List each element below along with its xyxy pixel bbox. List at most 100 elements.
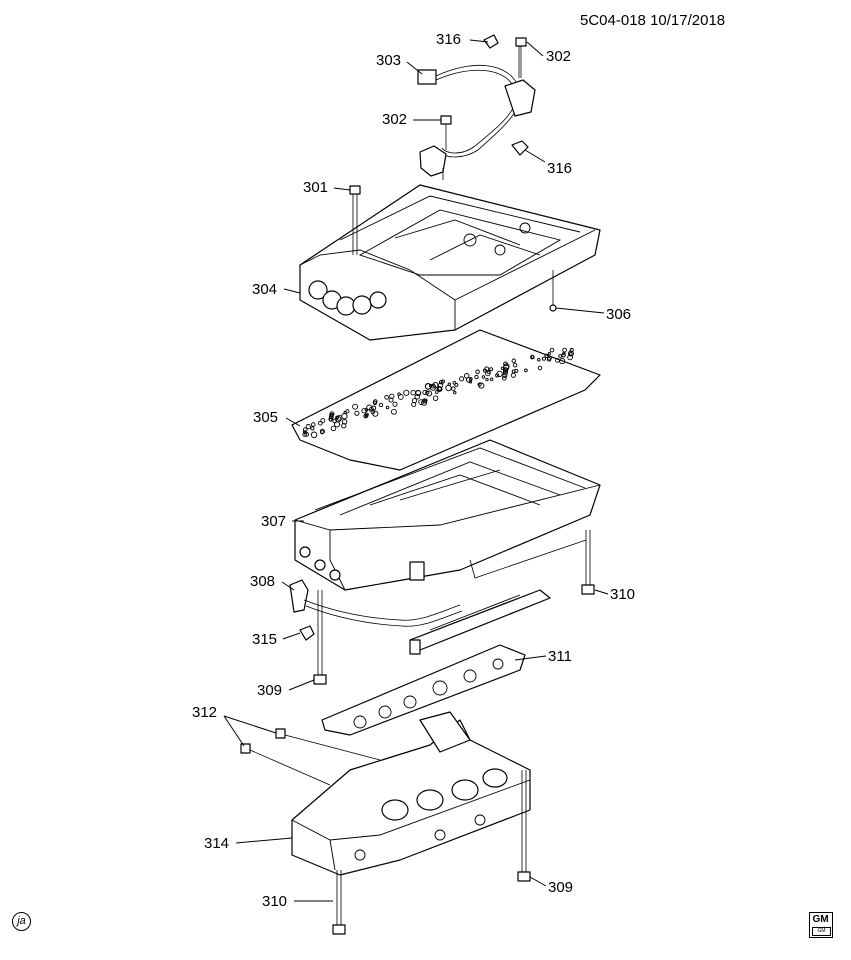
plate-hole	[392, 401, 398, 407]
gm-logo: GM GM	[809, 912, 833, 938]
plate-hole	[502, 368, 508, 374]
plate-hole	[317, 420, 323, 426]
wiring-harness-303	[417, 65, 536, 180]
plate-hole	[547, 351, 551, 356]
plate-hole	[468, 379, 473, 384]
plate-hole	[311, 422, 316, 427]
plate-hole	[302, 427, 308, 433]
plate-hole	[503, 361, 508, 367]
plate-hole	[477, 382, 482, 387]
leader-lines	[223, 39, 609, 902]
bolt-310-upper	[469, 530, 595, 595]
plate-hole	[445, 384, 452, 392]
plate-hole	[328, 418, 333, 422]
plate-hole	[537, 365, 543, 371]
callout-310-upper: 310	[610, 586, 635, 603]
plate-hole	[434, 390, 439, 394]
plate-hole	[302, 432, 308, 437]
plate-hole	[403, 389, 410, 396]
plate-hole	[414, 393, 421, 400]
bolt-302-lower	[440, 115, 452, 150]
plate-hole	[341, 423, 347, 429]
plate-hole	[512, 362, 518, 368]
plate-hole	[478, 382, 485, 389]
callout-310-lower: 310	[262, 893, 287, 910]
plate-hole	[430, 384, 436, 391]
bolt-309-lower	[517, 770, 531, 882]
plate-hole	[567, 350, 574, 357]
plate-hole	[541, 356, 547, 361]
plate-hole	[459, 376, 465, 382]
callout-312: 312	[192, 704, 217, 721]
plate-hole	[452, 380, 457, 385]
plate-hole	[341, 419, 348, 425]
plate-hole	[544, 353, 549, 358]
callout-302-upper: 302	[546, 48, 571, 65]
plate-hole	[496, 370, 503, 378]
callout-316-upper: 316	[436, 31, 461, 48]
plate-hole	[423, 398, 428, 403]
plate-hole	[426, 390, 433, 397]
plate-hole	[361, 407, 367, 414]
plate-hole	[530, 354, 535, 360]
gm-logo-sub: GM	[812, 927, 831, 936]
plate-hole	[437, 386, 443, 392]
plate-hole	[475, 369, 480, 375]
plate-hole	[546, 357, 552, 362]
clip-315	[299, 625, 315, 641]
plate-hole	[372, 400, 378, 405]
bolts-312	[240, 728, 381, 786]
plate-hole	[549, 347, 555, 353]
callout-301: 301	[303, 179, 328, 196]
clip-316-lower	[511, 140, 529, 156]
lower-valve-body-307	[294, 439, 601, 591]
callout-307: 307	[261, 513, 286, 530]
callout-308: 308	[250, 573, 275, 590]
plate-hole	[502, 373, 508, 379]
plate-hole	[354, 410, 360, 416]
plate-hole	[418, 399, 424, 405]
plate-hole	[485, 370, 491, 377]
ja-mark: ja	[12, 912, 31, 931]
plate-hole	[481, 375, 486, 379]
plate-hole	[310, 431, 318, 439]
wiring-harness-308	[289, 579, 551, 655]
plate-hole	[363, 414, 368, 419]
plate-hole	[485, 377, 489, 382]
callout-302-lower: 302	[382, 111, 407, 128]
plate-hole	[390, 408, 397, 415]
plate-hole	[537, 357, 541, 362]
callout-309-upper: 309	[257, 682, 282, 699]
callout-316-lower: 316	[547, 160, 572, 177]
plate-hole	[569, 348, 574, 353]
plate-hole	[385, 405, 390, 410]
plate-hole	[438, 379, 444, 385]
bolt-309-upper	[313, 590, 327, 685]
plate-hole	[415, 390, 422, 397]
plate-hole	[474, 374, 479, 380]
plate-hole	[334, 421, 341, 428]
plate-hole	[335, 415, 339, 420]
plate-hole	[432, 395, 439, 401]
callout-314: 314	[204, 835, 229, 852]
callout-315: 315	[252, 631, 277, 648]
callout-311: 311	[548, 648, 572, 665]
plate-hole	[501, 375, 507, 381]
plate-hole	[370, 409, 376, 415]
plate-hole	[352, 403, 359, 410]
plate-hole	[511, 369, 516, 374]
diagram-header: 5C04-018 10/17/2018	[580, 12, 725, 29]
plate-hole	[378, 402, 384, 408]
plate-hole	[482, 368, 487, 373]
plate-hole	[567, 354, 573, 361]
plate-hole	[304, 432, 310, 437]
plate-hole	[489, 377, 494, 381]
callout-309-lower: 309	[548, 879, 573, 896]
diagram-code: 5C04-018	[580, 12, 646, 29]
plate-hole	[562, 347, 567, 353]
gasket-311	[321, 644, 526, 736]
plate-hole	[524, 368, 528, 373]
plate-hole	[330, 425, 337, 432]
callout-306: 306	[606, 306, 631, 323]
plate-hole	[502, 370, 508, 376]
